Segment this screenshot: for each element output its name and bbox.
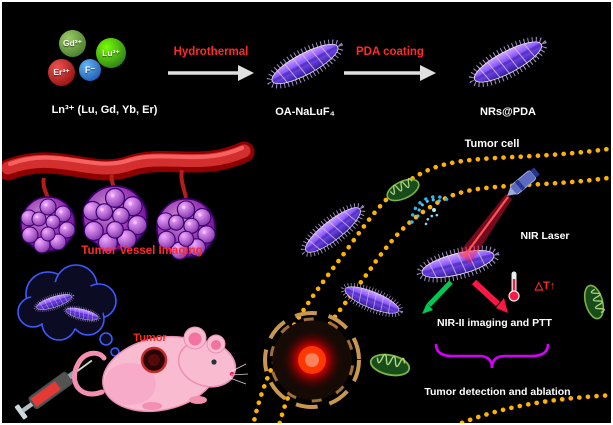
- tumor-sphere-icon: [20, 196, 76, 254]
- ion-label: Gd³⁺: [62, 38, 83, 48]
- ion-label: Er³⁺: [53, 67, 70, 77]
- ion-sphere-gd: Gd³⁺: [59, 30, 86, 57]
- nanorod-icon: [416, 242, 500, 287]
- brace-icon: [434, 343, 550, 369]
- nanorod-icon: [297, 198, 370, 262]
- thermometer-icon: [508, 271, 520, 302]
- ptt-arrow-icon: [471, 279, 508, 313]
- nir-laser-icon: [458, 167, 540, 264]
- ion-sphere-f: F⁻: [79, 59, 101, 81]
- ion-sphere-er: Er³⁺: [48, 59, 75, 86]
- luminescence-sparkle-icon: [410, 195, 450, 226]
- tumor-sphere-icon: [156, 198, 216, 261]
- nanorod-icon: [337, 276, 407, 324]
- mitochondria-icon: [367, 350, 413, 380]
- mitochondria-icon: [580, 282, 608, 322]
- mitochondria-icon: [383, 174, 423, 206]
- thought-bubble-icon: [17, 264, 120, 357]
- ion-sphere-lu: Lu³⁺: [96, 38, 126, 68]
- nanorod-icon: [466, 31, 550, 93]
- imaging-arrow-icon: [422, 280, 453, 314]
- ion-label: F⁻: [84, 64, 96, 75]
- syringe-icon: [14, 359, 93, 420]
- nucleus-icon: [263, 311, 361, 409]
- ion-label: Lu³⁺: [102, 47, 120, 58]
- blood-vessel: [2, 141, 255, 199]
- nanorod-icon: [264, 34, 347, 95]
- mouse-illustration: [71, 326, 249, 412]
- reaction-arrow-icon: [168, 65, 436, 81]
- tumor-sphere-icon: [82, 185, 148, 254]
